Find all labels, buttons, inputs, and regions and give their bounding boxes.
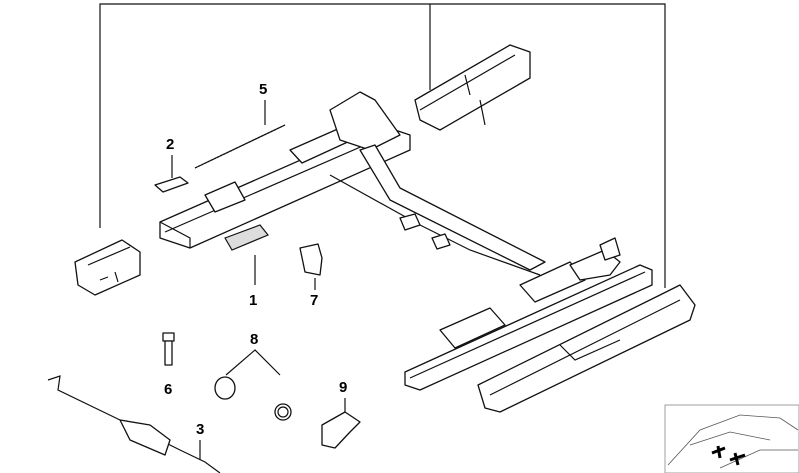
part-spring [194,100,286,169]
part-bracket [321,398,361,449]
part-right-rail [404,237,653,391]
part-bushing-ring [214,349,292,421]
callout-5: 5 [259,81,268,98]
callout-9: 9 [339,379,348,396]
part-left-cover [74,239,141,296]
part-top-cover [414,44,531,131]
part-bolt [162,332,175,366]
callout-6: 6 [164,381,173,398]
group-bracket-lines [99,3,666,288]
part-clip [154,155,189,193]
callout-1: 1 [249,292,258,309]
part-left-rail [159,91,411,251]
thumbnail-car [664,404,799,473]
callout-3: 3 [196,421,205,438]
part-bolt-bracket [299,243,323,290]
part-right-cover [477,284,696,413]
callout-7: 7 [310,292,319,309]
part-cable [47,375,221,473]
callout-2: 2 [166,136,175,153]
part-cross-tube [329,144,546,276]
callout-8: 8 [250,331,259,348]
